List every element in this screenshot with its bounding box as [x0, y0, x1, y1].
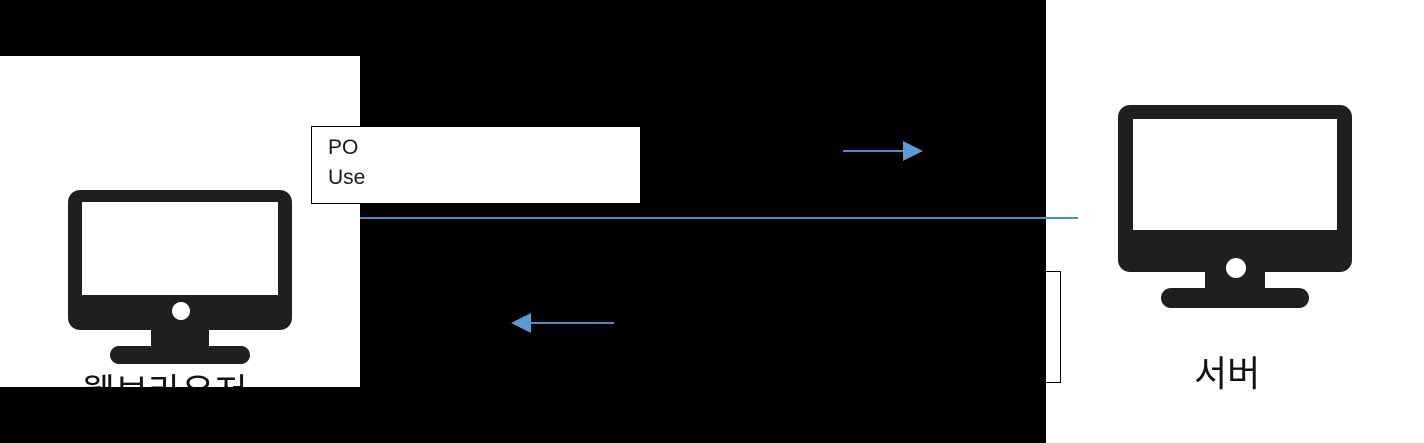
monitor-base: [110, 346, 250, 364]
request-arrow-shaft: [843, 150, 911, 152]
response-arrow-head-icon: [511, 313, 531, 333]
browser-server-connector-line: [288, 217, 1078, 219]
monitor-screen: [82, 202, 278, 295]
request-arrow-head-icon: [903, 141, 923, 161]
monitor-screen: [1133, 119, 1337, 230]
response-arrow-shaft: [528, 322, 614, 324]
request-message-line-1: PO: [328, 136, 359, 159]
server-monitor-icon: [1118, 105, 1352, 272]
monitor-base: [1161, 288, 1309, 308]
monitor-camera-dot: [172, 302, 190, 320]
request-message-line-2: Use: [328, 166, 366, 189]
browser-panel: 웹브라우저: [0, 56, 360, 387]
browser-node-label: 웹브라우저: [82, 373, 248, 387]
request-message-box[interactable]: PO Use: [311, 126, 641, 204]
monitor-camera-dot: [1226, 258, 1246, 278]
server-node-label: 서버: [1194, 354, 1261, 395]
